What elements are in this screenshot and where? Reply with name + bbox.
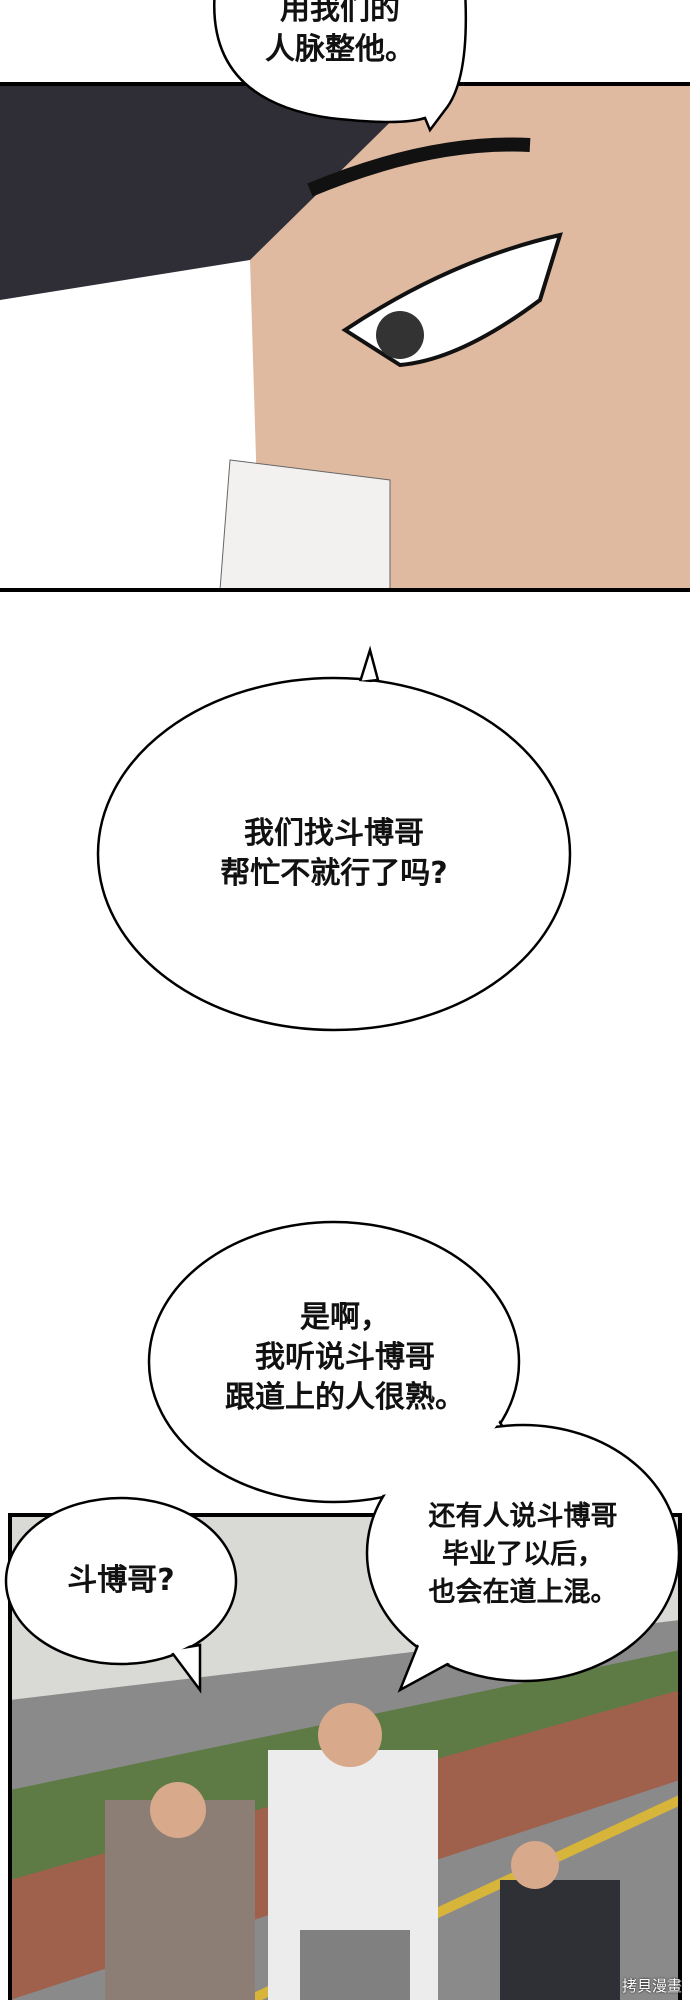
- watermark: 拷貝漫畫: [621, 1977, 682, 1995]
- bubble-line: 我们找斗博哥: [244, 816, 424, 851]
- bubble-1-text: 用我们的 人脉整他。: [265, 0, 415, 70]
- bubble-line: 还有人说斗博哥: [428, 1501, 618, 1532]
- bubble-line: 人脉整他。: [265, 32, 415, 67]
- bubble-3-text: 是啊， 我听说斗博哥 跟道上的人很熟。: [225, 1298, 465, 1418]
- bubble-5-text: 还有人说斗博哥 毕业了以后， 也会在道上混。: [429, 1498, 618, 1612]
- bubble-line: 跟道上的人很熟。: [225, 1380, 465, 1415]
- bubble-line: 帮忙不就行了吗?: [220, 856, 448, 891]
- bubble-4-text: 斗博哥?: [67, 1561, 174, 1601]
- bubble-2-text: 我们找斗博哥 帮忙不就行了吗?: [220, 814, 447, 894]
- panel-1: [0, 82, 690, 592]
- eyebrow: [307, 137, 531, 197]
- person-right: [500, 1880, 620, 2000]
- bubble-line: 我听说斗博哥: [255, 1340, 435, 1375]
- collar: [0, 260, 260, 590]
- iris: [376, 311, 424, 359]
- bubble-line: 毕业了以后，: [442, 1539, 604, 1570]
- bubble-line: 用我们的: [280, 0, 400, 27]
- bubble-line: 是啊，: [300, 1300, 390, 1335]
- shirt-collar: [219, 459, 391, 591]
- bubble-line: 也会在道上混。: [428, 1577, 618, 1608]
- panel-2: [8, 1513, 683, 2000]
- bubble-line: 斗博哥?: [67, 1563, 175, 1598]
